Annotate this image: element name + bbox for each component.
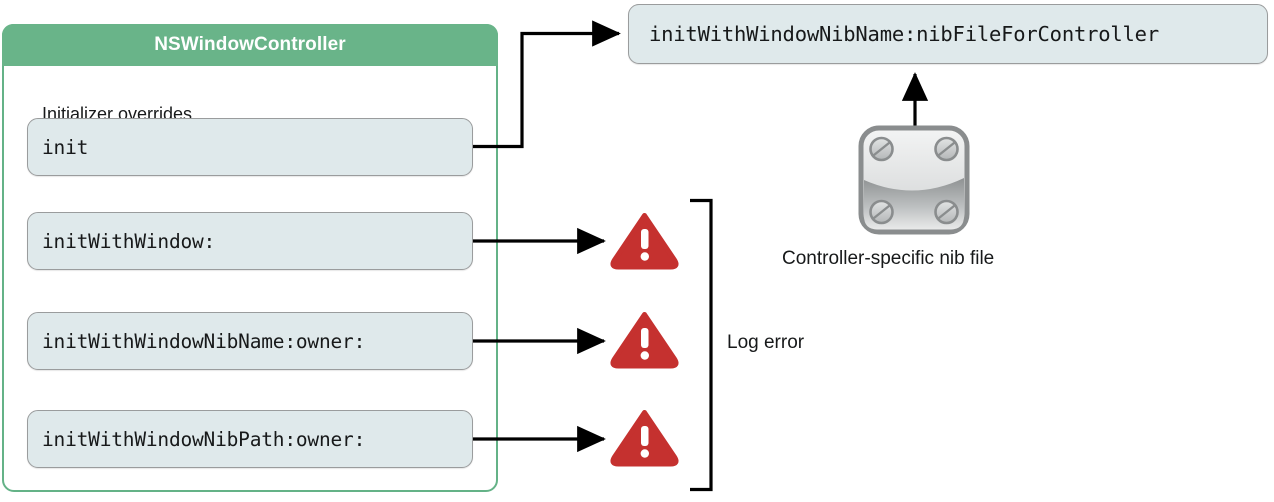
nib-file-icon	[858, 125, 970, 235]
class-panel-header: NSWindowController	[2, 24, 498, 66]
warning-triangle-icon	[610, 410, 679, 467]
warning-triangle-icon	[610, 312, 679, 369]
method-pill-init-with-window-nib-name-owner[interactable]: initWithWindowNibName:owner:	[27, 312, 473, 370]
log-error-label: Log error	[727, 332, 805, 353]
method-pill-init-with-window[interactable]: initWithWindow:	[27, 212, 473, 270]
warning-triangle-icon	[610, 213, 679, 270]
method-pill-init[interactable]: init	[27, 118, 473, 176]
target-call-pill[interactable]: initWithWindowNibName:nibFileForControll…	[628, 4, 1268, 64]
nib-file-caption: Controller-specific nib file	[782, 248, 995, 269]
log-error-bracket	[690, 198, 713, 492]
method-pill-init-with-window-nib-path-owner[interactable]: initWithWindowNibPath:owner:	[27, 410, 473, 468]
